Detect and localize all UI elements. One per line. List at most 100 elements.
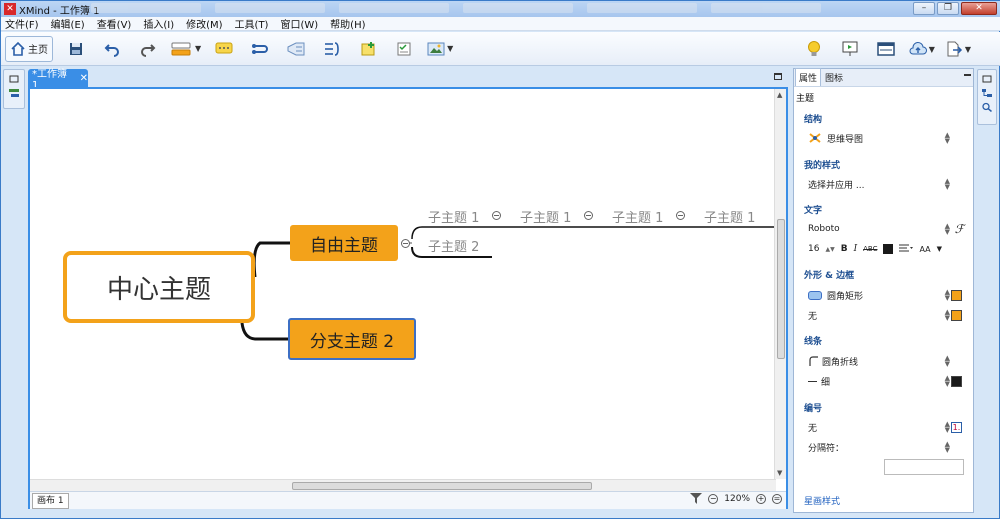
menu-tools[interactable]: 工具(T) xyxy=(234,20,269,31)
border-select[interactable]: 无 ▲▼ xyxy=(808,307,964,323)
boundary-button[interactable] xyxy=(283,36,309,62)
numbering-format-icon[interactable]: 1. xyxy=(951,421,962,433)
line-width-select[interactable]: 细 ▲▼ xyxy=(808,373,964,389)
subtopic-1b[interactable]: 子主题 1 xyxy=(520,211,572,226)
shape-select[interactable]: 圆角矩形 ▲▼ xyxy=(808,287,964,303)
task-info-button[interactable] xyxy=(391,36,417,62)
chevron-down-icon[interactable]: ▼ xyxy=(195,44,202,53)
menu-help[interactable]: 帮助(H) xyxy=(330,20,366,31)
zoom-out-button[interactable]: − xyxy=(708,493,719,504)
horizontal-scroll-thumb[interactable] xyxy=(292,482,592,490)
subtopic-2[interactable]: 子主题 2 xyxy=(428,240,480,255)
presentation-button[interactable] xyxy=(837,36,863,62)
chevron-down-icon[interactable]: ▼ xyxy=(447,44,454,53)
undo-button[interactable] xyxy=(99,36,125,62)
menu-edit[interactable]: 编辑(E) xyxy=(50,20,85,31)
restore-panel-icon[interactable] xyxy=(8,74,20,84)
styles-link[interactable]: 星画样式 xyxy=(804,497,841,507)
home-button[interactable]: 主页 xyxy=(5,35,53,62)
menu-file[interactable]: 文件(F) xyxy=(5,20,39,31)
menu-view[interactable]: 查看(V) xyxy=(96,20,132,31)
collapse-toggle-icon[interactable] xyxy=(676,211,685,220)
maximize-icon[interactable] xyxy=(774,73,782,80)
restore-button[interactable]: ❐ xyxy=(937,2,959,15)
menu-insert[interactable]: 插入(I) xyxy=(143,20,175,31)
central-topic[interactable]: 中心主题 xyxy=(63,251,255,323)
font-dialog-icon[interactable]: ℱ xyxy=(954,222,964,236)
section-line: 线条 xyxy=(804,337,823,347)
chevron-down-icon[interactable]: ▼ xyxy=(964,44,971,54)
sheet-tab[interactable]: 画布 1 xyxy=(32,492,69,509)
subtopic-1c[interactable]: 子主题 1 xyxy=(612,211,664,226)
font-select[interactable]: Roboto ▲▼ ℱ xyxy=(808,221,964,237)
restore-panel-icon[interactable] xyxy=(981,74,993,84)
spinner-icon: ▲▼ xyxy=(944,177,950,191)
collapse-toggle-icon[interactable] xyxy=(584,211,593,220)
zoom-reset-button[interactable]: = xyxy=(772,493,782,504)
collapse-toggle-icon[interactable] xyxy=(401,239,410,248)
separator-input[interactable] xyxy=(884,459,964,475)
bold-button[interactable]: B xyxy=(840,244,848,254)
vertical-scrollbar[interactable]: ▲ ▼ xyxy=(774,89,786,479)
scroll-down-icon[interactable]: ▼ xyxy=(777,469,783,477)
tab-workbook[interactable]: *工作簿 1 ✕ xyxy=(28,69,88,91)
menu-modify[interactable]: 修改(M) xyxy=(186,20,223,31)
properties-tabs: 属性 图标 xyxy=(794,68,973,87)
callout-button[interactable] xyxy=(211,36,237,62)
tips-button[interactable] xyxy=(801,36,827,62)
main-topic-branch-2[interactable]: 分支主题 2 xyxy=(288,318,416,360)
fill-color-swatch[interactable] xyxy=(951,289,962,301)
spinner-icon: ▲▼ xyxy=(944,440,950,454)
font-size[interactable]: 16 xyxy=(808,244,820,254)
layout-button[interactable] xyxy=(873,36,899,62)
style-value: 选择并应用 ... xyxy=(808,180,865,191)
minimize-panel-icon[interactable] xyxy=(964,74,971,76)
scroll-up-icon[interactable]: ▲ xyxy=(777,91,783,99)
tab-icons[interactable]: 图标 xyxy=(825,74,844,84)
close-icon[interactable]: ✕ xyxy=(79,72,88,84)
line-color-swatch[interactable] xyxy=(951,375,962,387)
outline-tree-icon[interactable] xyxy=(981,88,993,98)
style-select[interactable]: 选择并应用 ... ▲▼ xyxy=(808,176,964,192)
numbering-select[interactable]: 无 ▲▼ 1. xyxy=(808,419,964,435)
subtopic-1a[interactable]: 子主题 1 xyxy=(428,211,480,226)
separator-row[interactable]: 分隔符： ▲▼ xyxy=(808,439,964,455)
tab-properties[interactable]: 属性 xyxy=(795,68,822,86)
menu-window[interactable]: 窗口(W) xyxy=(280,20,319,31)
structure-select[interactable]: 思维导图 ▲▼ xyxy=(808,130,964,146)
summary-button[interactable] xyxy=(319,36,345,62)
line-shape-select[interactable]: 圆角折线 ▲▼ xyxy=(808,353,964,369)
main-topic-free[interactable]: 自由主题 xyxy=(290,225,398,261)
outline-icon[interactable] xyxy=(8,88,20,98)
search-icon[interactable] xyxy=(981,102,993,112)
spinner-icon[interactable]: ▲▼ xyxy=(825,245,835,253)
vertical-scroll-thumb[interactable] xyxy=(777,219,785,359)
background-taskbar-ghosts xyxy=(91,3,821,13)
insert-image-button[interactable]: ▼ xyxy=(427,36,453,62)
save-button[interactable] xyxy=(63,36,89,62)
redo-button[interactable] xyxy=(135,36,161,62)
mind-map-canvas[interactable]: 中心主题 自由主题 分支主题 2 子主题 1 子主题 1 子主题 1 子主题 1… xyxy=(30,89,776,479)
text-case-button[interactable]: AA xyxy=(919,244,931,254)
collapse-toggle-icon[interactable] xyxy=(492,211,501,220)
filter-icon[interactable] xyxy=(690,493,703,504)
insert-topic-button[interactable]: ▼ xyxy=(171,36,201,62)
add-note-button[interactable] xyxy=(355,36,381,62)
strikethrough-button[interactable]: ABC xyxy=(863,245,878,253)
chevron-down-icon[interactable]: ▼ xyxy=(928,44,935,54)
italic-button[interactable]: I xyxy=(853,244,858,254)
export-button[interactable]: ▼ xyxy=(945,36,971,62)
zoom-in-button[interactable]: + xyxy=(756,493,766,504)
upload-button[interactable]: ▼ xyxy=(909,36,935,62)
callout-icon xyxy=(215,42,233,53)
border-color-swatch[interactable] xyxy=(951,309,962,321)
subtopic-1d[interactable]: 子主题 1 xyxy=(704,211,756,226)
font-name: Roboto xyxy=(808,224,840,234)
horizontal-scrollbar[interactable] xyxy=(30,479,776,491)
close-window-button[interactable]: ✕ xyxy=(961,2,997,15)
chevron-down-icon[interactable]: ▼ xyxy=(936,245,943,253)
relationship-button[interactable] xyxy=(247,36,273,62)
align-icon[interactable] xyxy=(899,244,914,254)
minimize-button[interactable]: – xyxy=(913,2,935,15)
text-color-swatch[interactable] xyxy=(883,244,894,254)
